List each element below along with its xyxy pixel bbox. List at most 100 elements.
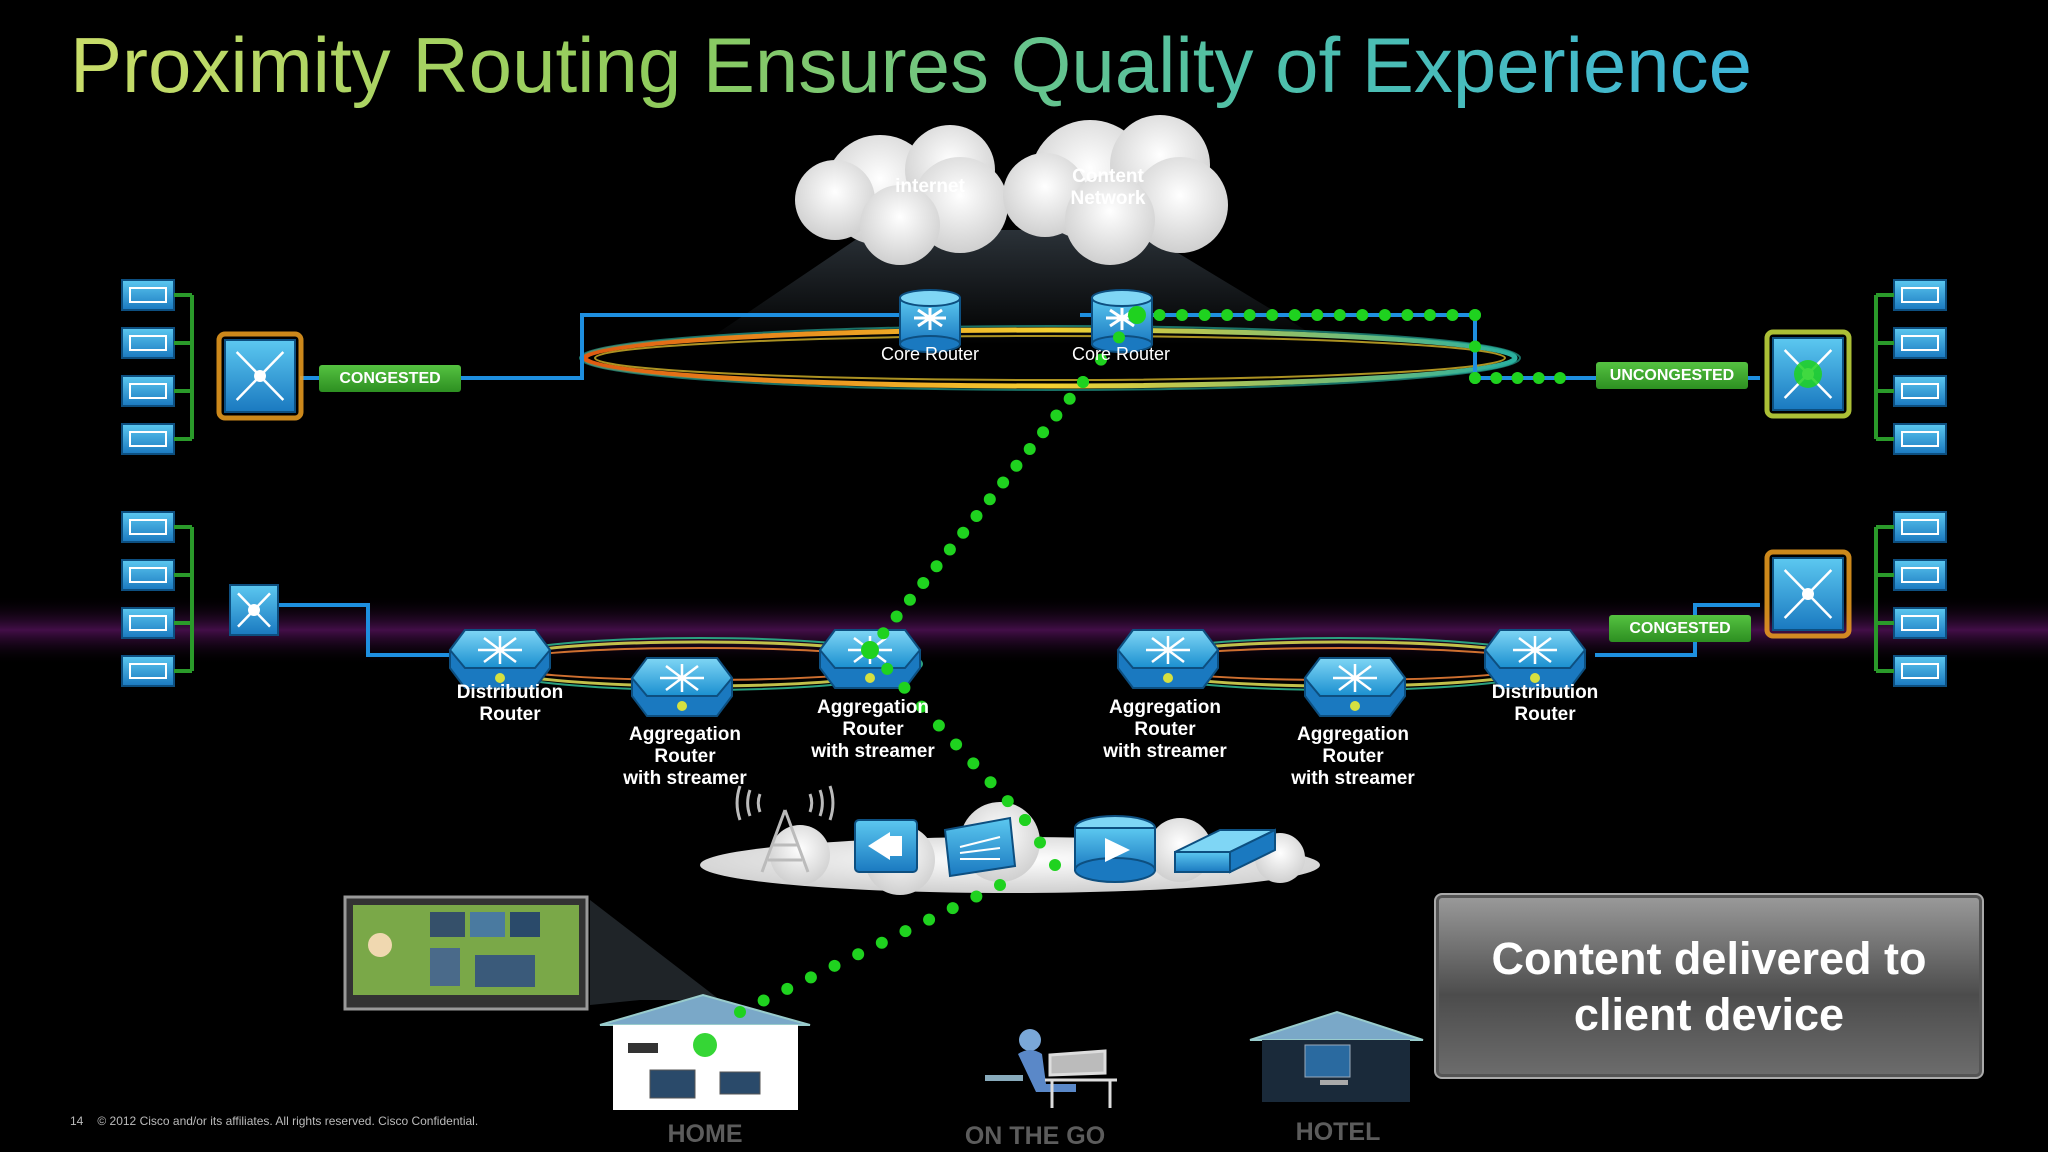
- server-icon: [1893, 423, 1947, 455]
- path-dot: [852, 948, 865, 961]
- path-dot: [903, 593, 916, 606]
- path-dot: [1034, 836, 1046, 849]
- cell-tower-icon: [735, 785, 835, 873]
- page-number: 14: [70, 1114, 84, 1128]
- router-icon: [1116, 629, 1220, 689]
- path-dot: [1023, 443, 1036, 455]
- server-icon: [121, 327, 175, 359]
- core-router-icon: [899, 289, 961, 353]
- path-dot: [1113, 331, 1125, 344]
- path-dot: [946, 902, 959, 915]
- core-router-label: Core Router: [880, 344, 980, 364]
- server-icon: [121, 375, 175, 407]
- congested-badge: CONGESTED: [1609, 615, 1751, 642]
- internet-cloud-label: internet: [895, 176, 965, 197]
- server-icon: [1893, 327, 1947, 359]
- core-router-icon: [1091, 289, 1153, 353]
- path-dot: [898, 681, 911, 694]
- server-icon: [121, 511, 175, 543]
- path-dot: [984, 776, 997, 789]
- aggregation-router-label: Aggregation Router with streamer: [623, 724, 747, 789]
- uncongested-badge: UNCONGESTED: [1596, 362, 1748, 389]
- path-dot: [970, 510, 983, 522]
- path-dot: [1243, 309, 1256, 321]
- server-icon: [121, 559, 175, 591]
- path-dot: [915, 700, 928, 713]
- callout-box: Content delivered to client device: [1434, 893, 1984, 1079]
- streamer-router-icon: [1074, 815, 1156, 883]
- path-dot: [970, 890, 983, 903]
- path-dot: [1469, 309, 1481, 321]
- server-icon: [121, 655, 175, 687]
- path-dot: [1446, 309, 1459, 321]
- path-dot: [994, 879, 1006, 891]
- path-dot: [1095, 353, 1107, 366]
- distribution-router-label: Distribution Router: [456, 682, 564, 725]
- path-dot: [1311, 309, 1324, 321]
- server-stacks: [121, 279, 1947, 687]
- aggregation-router-label: Aggregation Router with streamer: [811, 697, 935, 762]
- home-icon: [599, 993, 811, 1110]
- path-dot: [1469, 340, 1481, 353]
- path-dot: [1049, 859, 1061, 871]
- internet-cloud: [795, 125, 1008, 265]
- content-network-cloud: [1003, 115, 1228, 265]
- server-icon: [1893, 511, 1947, 543]
- path-dot: [932, 719, 945, 732]
- path-dot: [1198, 309, 1211, 321]
- path-dot: [1153, 309, 1166, 321]
- path-dot: [997, 476, 1010, 489]
- router-icon: [1483, 629, 1587, 689]
- path-dot: [804, 971, 817, 984]
- content-network-cloud-label: Content Network: [1070, 166, 1146, 209]
- path-dot: [1019, 814, 1031, 826]
- path-dot: [923, 913, 936, 926]
- tv-screen: [343, 895, 589, 1011]
- path-dot: [1037, 426, 1050, 439]
- server-icon: [1893, 607, 1947, 639]
- router-icon: [1303, 657, 1407, 717]
- path-dot: [1378, 309, 1391, 321]
- path-dot: [1001, 795, 1014, 808]
- server-icon: [121, 423, 175, 455]
- on-the-go-person-icon: [985, 1029, 1117, 1108]
- server-icon: [1893, 559, 1947, 591]
- tv-beam: [590, 900, 720, 1005]
- path-dot: [1356, 309, 1369, 321]
- path-dot: [967, 757, 980, 770]
- hotel-label: HOTEL: [1295, 1118, 1381, 1146]
- path-dot: [734, 1006, 746, 1018]
- path-dot: [1532, 372, 1545, 384]
- aggregation-switch-icon: [229, 584, 279, 636]
- path-dot: [950, 738, 963, 751]
- server-icon: [121, 279, 175, 311]
- content-path-dots: [734, 306, 1566, 1018]
- path-dot: [1511, 372, 1524, 384]
- path-dot: [1050, 409, 1063, 422]
- server-icon: [121, 607, 175, 639]
- path-dot: [1554, 372, 1566, 384]
- path-dot: [828, 959, 841, 972]
- access-device-icon: [854, 819, 918, 873]
- hotel-icon: [1249, 1010, 1424, 1102]
- aggregation-switch-icon: [1764, 549, 1852, 639]
- page-title: Proximity Routing Ensures Quality of Exp…: [70, 21, 1753, 109]
- server-icon: [1893, 655, 1947, 687]
- aggregation-switch-icon: [216, 331, 304, 421]
- footer: 14 © 2012 Cisco and/or its affiliates. Al…: [70, 1114, 492, 1128]
- core-router-label: Core Router: [1071, 344, 1171, 364]
- path-dot: [881, 662, 894, 675]
- on-the-go-label: ON THE GO: [964, 1122, 1106, 1150]
- aggregation-router-label: Aggregation Router with streamer: [1291, 724, 1415, 789]
- path-dot: [757, 994, 770, 1007]
- distribution-router-label: Distribution Router: [1491, 682, 1599, 725]
- copyright: © 2012 Cisco and/or its affiliates. All …: [97, 1114, 479, 1128]
- modem-icon: [943, 816, 1017, 878]
- path-dot: [1288, 309, 1301, 321]
- core-ring: [579, 325, 1521, 391]
- aggregation-router-label: Aggregation Router with streamer: [1103, 697, 1227, 762]
- path-dot: [1490, 372, 1503, 384]
- path-dot: [1333, 309, 1346, 321]
- path-dot: [1221, 309, 1234, 321]
